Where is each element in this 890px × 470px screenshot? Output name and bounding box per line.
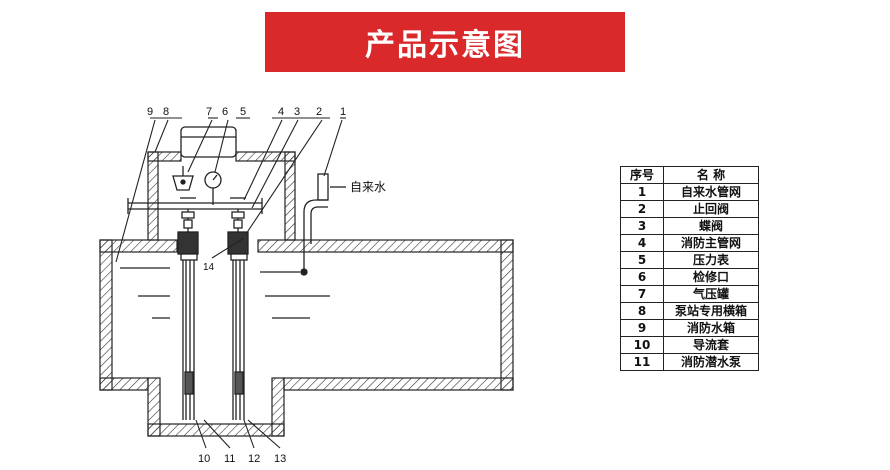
callout-13: 13: [274, 453, 286, 465]
callout-leaders: [115, 117, 346, 449]
legend-name: 自来水管网: [663, 183, 759, 201]
legend-name: 检修口: [663, 268, 759, 286]
tank-walls: [99, 151, 514, 437]
callout-8: 8: [163, 106, 169, 118]
callout-3: 3: [294, 106, 300, 118]
top-callouts: 9 8 7 6 5 4 3 2 1: [147, 106, 346, 118]
tank-diagram: 9 8 7 6 5 4 3 2 1 14 10 11 12 13 自来水: [99, 106, 514, 465]
legend-name: 泵站专用横箱: [663, 302, 759, 320]
bottom-callouts: 10 11 12 13: [198, 453, 286, 465]
callout-9: 9: [147, 106, 153, 118]
legend-name: 消防潜水泵: [663, 353, 759, 371]
callout-7: 7: [206, 106, 212, 118]
page-title: 产品示意图: [365, 28, 525, 63]
callout-1: 1: [340, 106, 346, 118]
legend-name: 气压罐: [663, 285, 759, 303]
pressure-gauge: [204, 171, 222, 205]
legend-num: 1: [620, 183, 664, 201]
legend-name: 消防主管网: [663, 234, 759, 252]
callout-14: 14: [203, 262, 215, 273]
legend-num: 5: [620, 251, 664, 269]
legend-name: 止回阀: [663, 200, 759, 218]
legend-num: 9: [620, 319, 664, 337]
legend-num: 8: [620, 302, 664, 320]
legend-name: 压力表: [663, 251, 759, 269]
callout-11: 11: [224, 453, 235, 465]
legend-num: 11: [620, 353, 664, 371]
legend-header-row: 序号 名 称: [620, 166, 759, 184]
legend-num: 3: [620, 217, 664, 235]
inlet-label: 自来水: [350, 180, 386, 194]
callout-10: 10: [198, 453, 210, 465]
title-banner: 产品示意图: [265, 12, 625, 72]
callout-4: 4: [278, 106, 284, 118]
legend-num: 10: [620, 336, 664, 354]
legend-name: 蝶阀: [663, 217, 759, 235]
legend-name: 导流套: [663, 336, 759, 354]
legend-name: 消防水箱: [663, 319, 759, 337]
callout-12: 12: [248, 453, 260, 465]
inlet-pipe: [300, 173, 346, 276]
main-pipe: [127, 198, 263, 214]
pump-risers: [177, 197, 249, 420]
legend-num: 7: [620, 285, 664, 303]
legend-num: 4: [620, 234, 664, 252]
callout-5: 5: [240, 106, 246, 118]
legend-num: 6: [620, 268, 664, 286]
legend-num: 2: [620, 200, 664, 218]
callout-6: 6: [222, 106, 228, 118]
legend-header-num: 序号: [620, 166, 664, 184]
callout-2: 2: [316, 106, 322, 118]
pressure-tank: [172, 126, 237, 191]
water-level-lines: [120, 267, 330, 319]
legend-header-name: 名 称: [663, 166, 759, 184]
